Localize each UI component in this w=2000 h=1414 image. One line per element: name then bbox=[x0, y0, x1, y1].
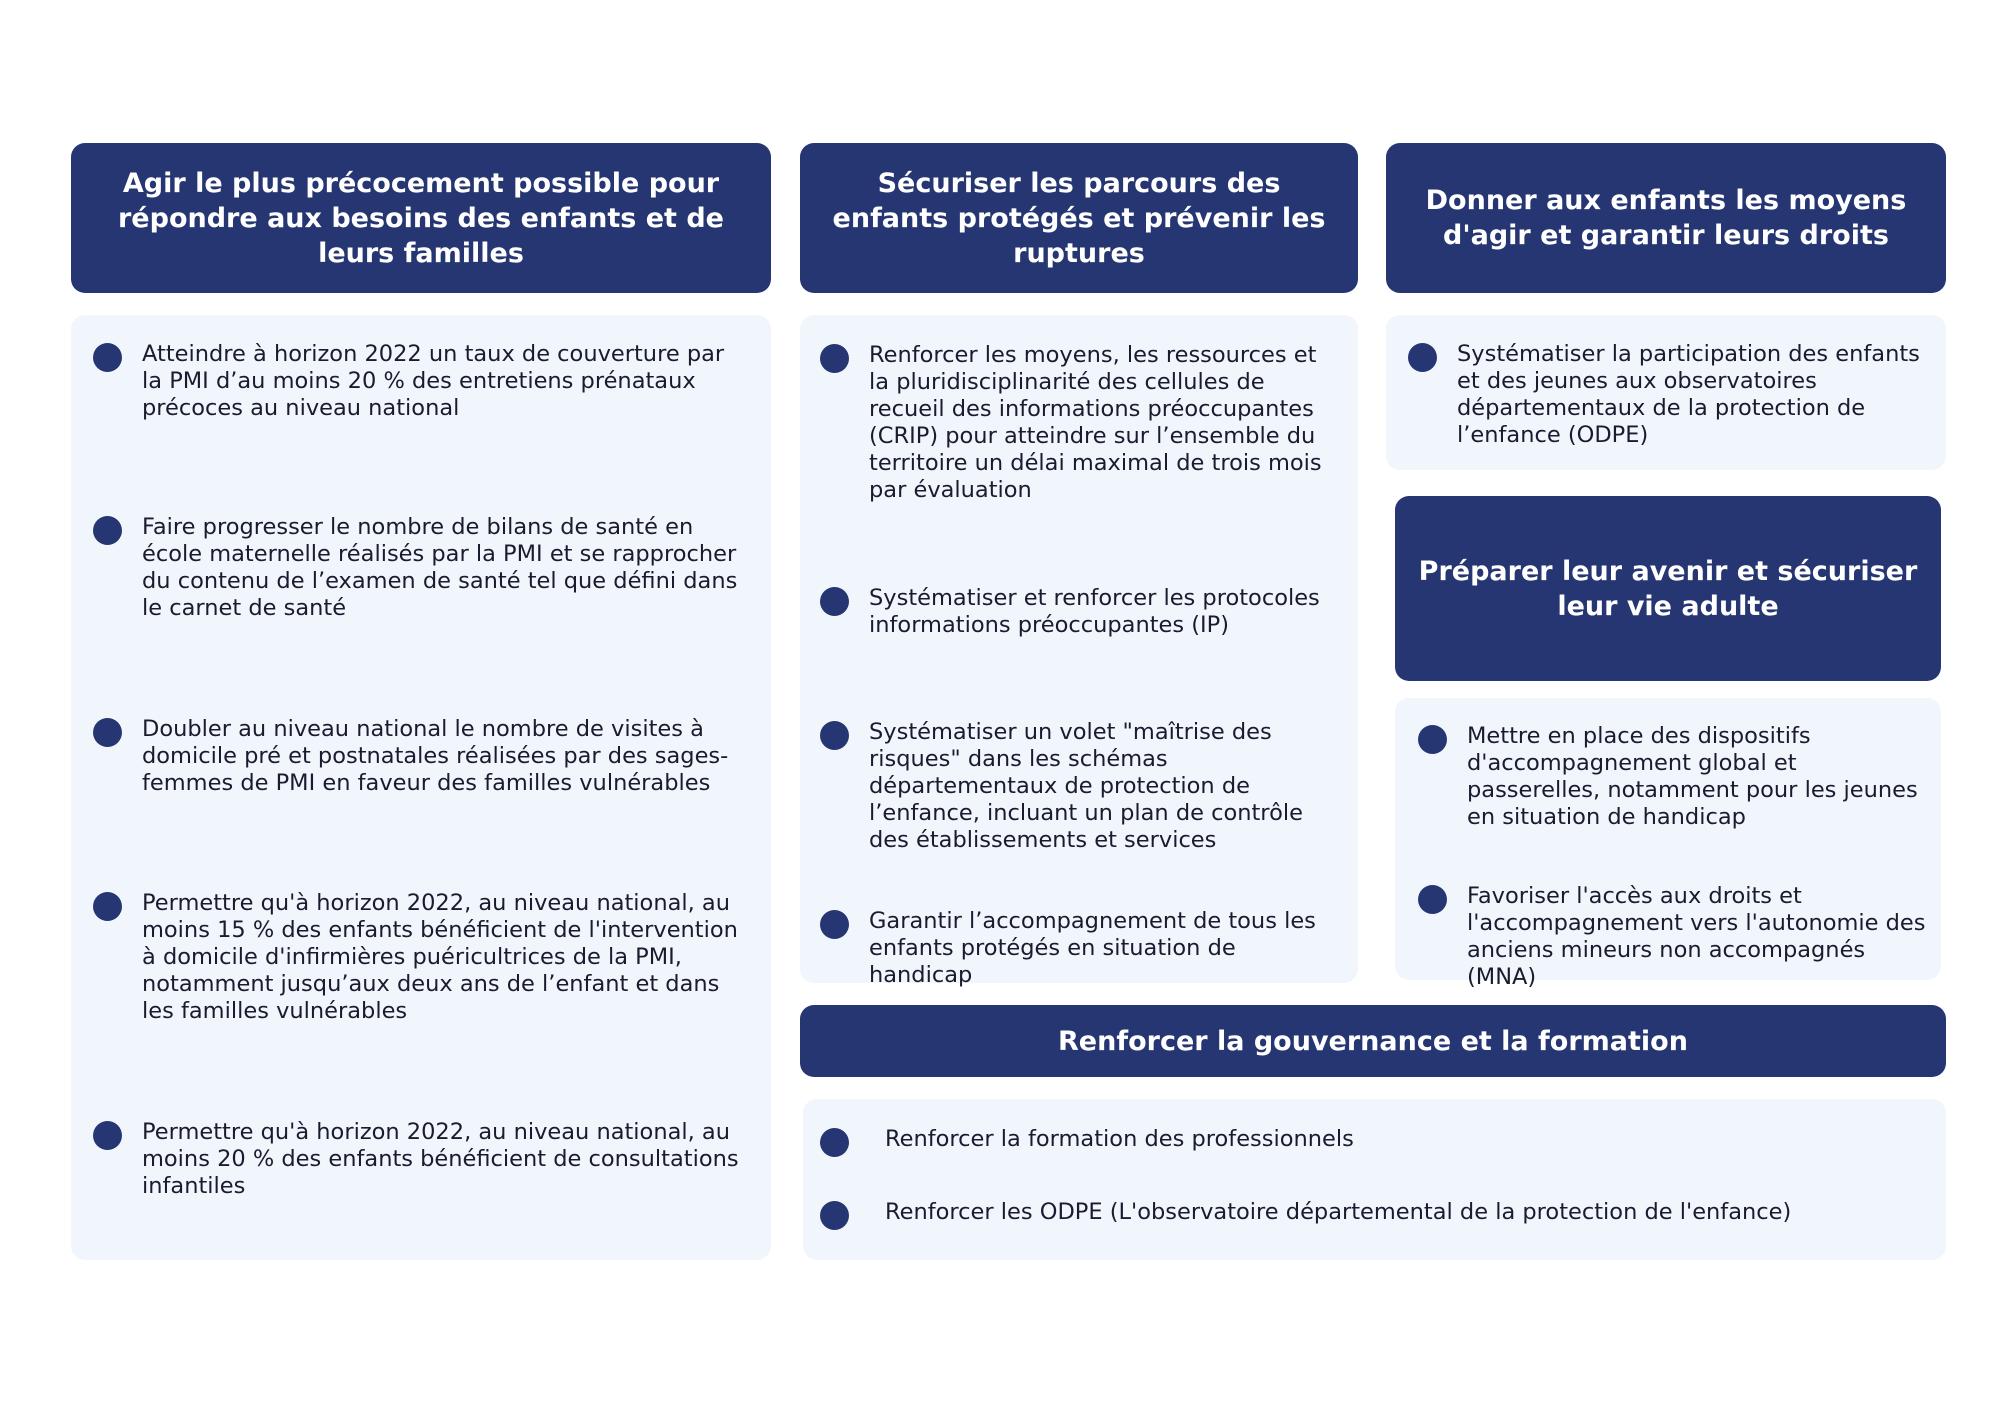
bullet-icon bbox=[93, 516, 122, 545]
bullet-icon bbox=[820, 721, 849, 750]
list-item-text: Permettre qu'à horizon 2022, au niveau n… bbox=[142, 1119, 739, 1199]
list-item-text: Mettre en place des dispositifs d'accomp… bbox=[1467, 723, 1918, 830]
bullet-icon bbox=[93, 343, 122, 372]
panel-gouvernance: Renforcer la formation des professionnel… bbox=[803, 1099, 1946, 1260]
bullet-icon bbox=[1408, 343, 1437, 372]
bullet-icon bbox=[1418, 885, 1447, 914]
list-item-text: Renforcer les ODPE (L'observatoire dépar… bbox=[885, 1199, 1792, 1225]
bullet-icon bbox=[820, 1201, 849, 1230]
list-item-text: Atteindre à horizon 2022 un taux de couv… bbox=[142, 341, 725, 421]
header-donner-moyens: Donner aux enfants les moyens d'agir et … bbox=[1386, 143, 1946, 293]
list-item-text: Favoriser l'accès aux droits et l'accomp… bbox=[1467, 883, 1926, 990]
bullet-icon bbox=[820, 587, 849, 616]
header-gouvernance: Renforcer la gouvernance et la formation bbox=[800, 1005, 1946, 1077]
panel-donner-moyens: Systématiser la participation des enfant… bbox=[1386, 315, 1946, 470]
header-preparer-avenir: Préparer leur avenir et sécuriser leur v… bbox=[1395, 496, 1941, 681]
bullet-icon bbox=[93, 718, 122, 747]
list-item-text: Faire progresser le nombre de bilans de … bbox=[142, 514, 738, 621]
bullet-icon bbox=[820, 910, 849, 939]
list-item-text: Garantir l’accompagnement de tous les en… bbox=[869, 908, 1316, 988]
list-item-text: Permettre qu'à horizon 2022, au niveau n… bbox=[142, 890, 738, 1024]
list-item-text: Renforcer les moyens, les ressources et … bbox=[869, 342, 1322, 503]
bullet-icon bbox=[93, 892, 122, 921]
header-agir-precocement-title: Agir le plus précocement possible pour r… bbox=[117, 167, 724, 269]
bullet-icon bbox=[820, 344, 849, 373]
list-item-text: Systématiser et renforcer les protocoles… bbox=[869, 585, 1320, 638]
bullet-icon bbox=[820, 1128, 849, 1157]
header-preparer-avenir-title: Préparer leur avenir et sécuriser leur v… bbox=[1418, 555, 1918, 622]
list-item-text: Doubler au niveau national le nombre de … bbox=[142, 716, 729, 796]
list-item-text: Systématiser la participation des enfant… bbox=[1457, 341, 1920, 448]
list-item-text: Renforcer la formation des professionnel… bbox=[885, 1126, 1354, 1152]
panel-preparer-avenir: Mettre en place des dispositifs d'accomp… bbox=[1395, 698, 1941, 990]
bullet-icon bbox=[1418, 725, 1447, 754]
header-securiser-parcours-title: Sécuriser les parcours des enfants proté… bbox=[832, 167, 1326, 269]
header-donner-moyens-title: Donner aux enfants les moyens d'agir et … bbox=[1425, 185, 1907, 251]
panel-agir-precocement: Atteindre à horizon 2022 un taux de couv… bbox=[71, 315, 771, 1260]
header-agir-precocement: Agir le plus précocement possible pour r… bbox=[71, 143, 771, 293]
panel-securiser-parcours: Renforcer les moyens, les ressources et … bbox=[800, 315, 1358, 988]
list-item-text: Systématiser un volet "maîtrise des risq… bbox=[869, 719, 1303, 853]
bullet-icon bbox=[93, 1121, 122, 1150]
header-securiser-parcours: Sécuriser les parcours des enfants proté… bbox=[800, 143, 1358, 293]
header-gouvernance-title: Renforcer la gouvernance et la formation bbox=[1058, 1025, 1688, 1057]
